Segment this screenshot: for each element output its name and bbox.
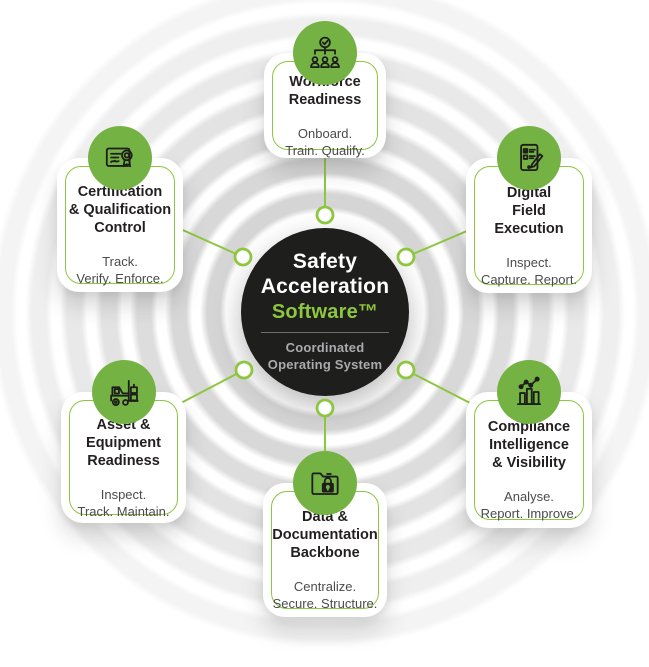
- card-description: Track. Verify. Enforce.: [76, 254, 164, 287]
- card-description: Inspect. Capture. Report.: [480, 254, 578, 287]
- hub-divider: [261, 331, 389, 333]
- card-title: Compliance Intelligence & Visibility: [487, 419, 571, 472]
- card-workforce-readiness: Workforce Readiness Onboard. Train. Qual…: [264, 21, 386, 158]
- card-digital-field-execution: Digital Field Execution Inspect. Capture…: [466, 126, 592, 293]
- card-description: Inspect. Track. Maintain.: [77, 486, 170, 519]
- card-data-documentation-backbone: Data & Documentation Backbone Centralize…: [263, 451, 387, 617]
- card-title: Data & Documentation Backbone: [272, 509, 378, 562]
- card-title: Asset & Equipment Readiness: [86, 416, 161, 469]
- center-hub: Safety Acceleration Software™ Coordinate…: [241, 228, 409, 396]
- forklift-icon: [91, 360, 156, 424]
- tablet-checklist-pencil-icon: [497, 126, 561, 190]
- card-description: Centralize. Secure. Structure.: [272, 579, 378, 612]
- card-title: Digital Field Execution: [494, 184, 564, 237]
- workforce-orgchart-check-icon: [293, 21, 357, 85]
- bar-chart-trend-icon: [497, 360, 561, 424]
- card-asset-equipment-readiness: Asset & Equipment Readiness Inspect. Tra…: [61, 360, 186, 523]
- card-compliance-intelligence-visibility: Compliance Intelligence & Visibility Ana…: [466, 360, 592, 528]
- certificate-rosette-icon: [88, 126, 152, 190]
- hub-subtitle: Coordinated Operating System: [267, 339, 383, 372]
- folder-lock-icon: [293, 451, 357, 515]
- card-title: Certification & Qualification Control: [68, 184, 172, 237]
- hub-product-name: Software™: [271, 300, 379, 323]
- card-description: Analyse. Report. Improve.: [480, 489, 578, 522]
- card-description: Onboard. Train. Qualify.: [285, 125, 365, 158]
- hub-title: Safety Acceleration: [260, 250, 390, 299]
- card-certification-qualification-control: Certification & Qualification Control Tr…: [57, 126, 183, 292]
